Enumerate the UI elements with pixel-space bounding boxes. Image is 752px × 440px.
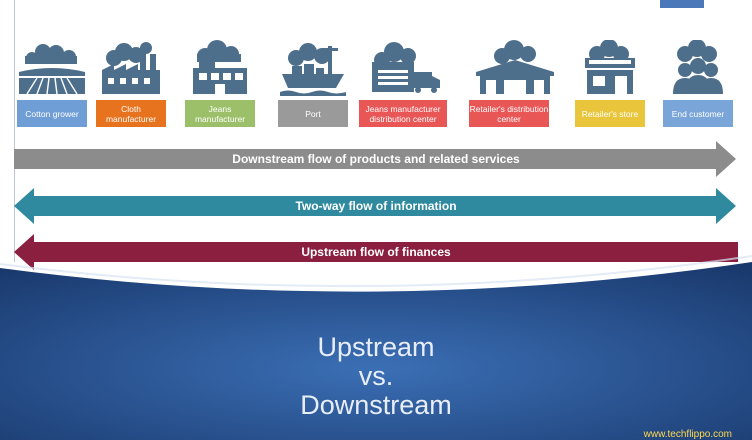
stage-retailer-distribution-center: Retailer's distribution center	[469, 40, 554, 127]
warehouse-truck-icon	[372, 42, 440, 93]
double-arrow-icon	[14, 188, 736, 224]
stage-label: Cotton grower	[17, 100, 87, 127]
factory-icon	[102, 42, 160, 94]
page-title: Upstream vs. Downstream	[200, 333, 552, 420]
downstream-flow-label: Downstream flow of products and related …	[232, 152, 520, 166]
stage-label: Jeans manufacturer	[185, 100, 255, 127]
stage-port: Port	[276, 40, 350, 127]
stage-retailer-store: Retailer's store	[573, 40, 647, 127]
store-icon	[585, 40, 635, 94]
stage-end-customer: End customer	[661, 40, 735, 127]
customers-icon	[673, 40, 723, 94]
stage-label: Jeans manufacturer distribution center	[359, 100, 447, 127]
title-line-upstream: Upstream	[317, 332, 435, 362]
finances-flow-label: Upstream flow of finances	[301, 245, 451, 259]
title-line-downstream: Downstream	[300, 390, 452, 420]
corner-decoration	[660, 0, 704, 8]
stage-label: Port	[278, 100, 348, 127]
manufacturing-plant-icon	[193, 40, 247, 94]
stage-label: Retailer's store	[575, 100, 645, 127]
stage-jeans-manufacturer: Jeans manufacturer	[183, 40, 257, 127]
stage-label: End customer	[663, 100, 733, 127]
title-line-vs: vs.	[358, 361, 394, 391]
downstream-flow-arrow: Downstream flow of products and related …	[14, 141, 738, 177]
left-arrow-icon	[14, 234, 738, 270]
frame-line	[14, 0, 15, 262]
information-flow-arrow: Two-way flow of information	[14, 188, 738, 224]
stage-label: Retailer's distribution center	[469, 100, 549, 127]
finances-flow-arrow: Upstream flow of finances	[14, 234, 738, 270]
website-url[interactable]: www.techflippo.com	[643, 429, 732, 440]
stage-jeans-distribution-center: Jeans manufacturer distribution center	[359, 40, 447, 127]
right-arrow-icon	[14, 141, 736, 177]
stage-cloth-manufacturer: Cloth manufacturer	[94, 40, 168, 127]
information-flow-label: Two-way flow of information	[295, 199, 457, 213]
distribution-center-icon	[476, 40, 554, 94]
cotton-field-icon	[19, 44, 85, 95]
stage-cotton-grower: Cotton grower	[15, 40, 89, 127]
stage-label: Cloth manufacturer	[96, 100, 166, 127]
cargo-ship-icon	[280, 43, 346, 96]
